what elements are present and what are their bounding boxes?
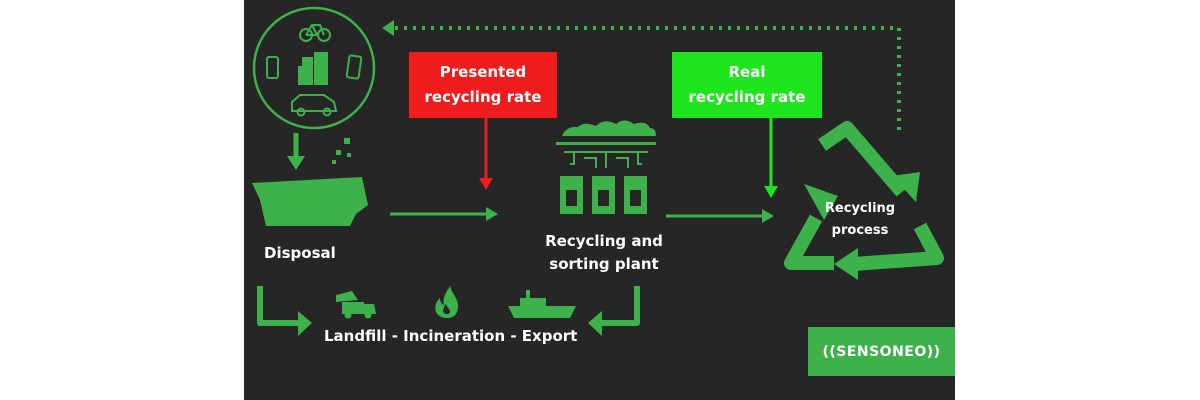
arrow-into-dumpster (287, 133, 305, 170)
process-label-line2: process (831, 223, 889, 238)
presented-rate-label-line2: recycling rate (424, 88, 542, 106)
plant-label-line2: sorting plant (549, 255, 659, 273)
sensoneo-logo: ((SENSONEO)) (808, 327, 955, 376)
real-rate-arrow (764, 118, 778, 198)
arrow-to-landfill-left (257, 286, 312, 336)
truck-icon (336, 291, 376, 319)
smartphone-icon (266, 56, 279, 79)
destinations-label: Landfill - Incineration - Export (324, 327, 578, 345)
dumpster-icon (252, 177, 368, 226)
recycling-arrowheads (804, 172, 920, 280)
bicycle-icon (299, 24, 331, 42)
recycling-symbol-icon (784, 121, 944, 271)
recycling-process-label: Recycling process (810, 198, 910, 242)
presented-rate-box: Presented recycling rate (409, 52, 557, 118)
plant-label-line1: Recycling and (545, 232, 663, 250)
presented-rate-arrow (479, 118, 493, 190)
process-label-line1: Recycling (824, 201, 896, 216)
diagram-panel: Presented recycling rate Real recycling … (244, 0, 955, 400)
arrow-to-recycling (666, 209, 774, 223)
disposal-label: Disposal (264, 244, 336, 262)
products-circle (252, 6, 376, 130)
real-rate-label-line1: Real (728, 63, 766, 81)
car-icon (291, 94, 338, 117)
ship-icon (508, 290, 576, 318)
real-rate-box: Real recycling rate (672, 52, 822, 118)
arrow-to-landfill-right (588, 286, 640, 336)
tablet-icon (345, 54, 363, 80)
feedback-dotted-arrow (382, 20, 901, 130)
plant-label: Recycling and sorting plant (534, 230, 674, 276)
building-icon (298, 52, 328, 85)
real-rate-label-line2: recycling rate (688, 88, 806, 106)
fire-icon (435, 286, 458, 318)
sorting-plant-icon (556, 120, 656, 214)
presented-rate-label-line1: Presented (439, 63, 527, 81)
debris-icon (332, 138, 351, 164)
arrow-to-plant (390, 207, 498, 221)
diagram-graphics (252, 6, 944, 336)
